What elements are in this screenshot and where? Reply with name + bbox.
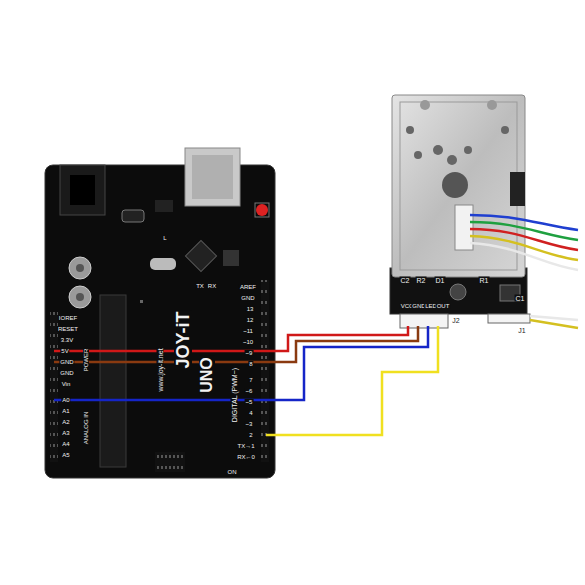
pin-label: 2: [248, 432, 253, 438]
pin-label: ~9: [245, 350, 254, 356]
pin-label: D1: [435, 277, 446, 284]
pin-label: www.joy-it.net: [157, 347, 164, 392]
pin-label: 3.3V: [60, 337, 74, 343]
pin-label: A1: [61, 408, 70, 414]
pin-label: R1: [479, 277, 490, 284]
pin-label: 12: [246, 317, 255, 323]
pin-label: J1: [517, 327, 526, 334]
pin-label: ON: [227, 469, 238, 475]
pin-label: RX←0: [236, 454, 256, 460]
pin-label: TX→1: [236, 443, 255, 449]
pin-label: A3: [61, 430, 70, 436]
pin-label: A0: [61, 397, 70, 403]
pin-label: ~10: [242, 339, 254, 345]
pin-label: ~3: [245, 421, 254, 427]
pin-label: 13: [246, 306, 255, 312]
pin-label: RX: [207, 283, 217, 289]
wires: [54, 326, 438, 435]
pin-label: 7: [248, 377, 253, 383]
pin-label: C2: [400, 277, 411, 284]
pin-label: C1: [515, 295, 526, 302]
pin-label: 4: [248, 410, 253, 416]
dust-sensor: [390, 95, 578, 328]
pin-label: GND: [59, 370, 74, 376]
pin-label: A2: [61, 419, 70, 425]
pin-label: TX: [195, 283, 205, 289]
pin-label: 8: [248, 361, 253, 367]
pin-label: RESET: [57, 326, 79, 332]
pin-label: ~6: [245, 388, 254, 394]
pin-label: A4: [61, 441, 70, 447]
pin-label: IOREF: [58, 315, 78, 321]
pin-label: DIGITAL (PWM~): [231, 367, 238, 423]
pin-label: Vin: [61, 381, 72, 387]
pin-label: A5: [61, 452, 70, 458]
pin-label: R2: [416, 277, 427, 284]
pin-label: 5V: [60, 348, 69, 354]
pin-label: JOY-iT: [174, 310, 192, 369]
pin-label: ~11: [242, 328, 254, 334]
pin-label: OUT: [436, 303, 451, 309]
pin-label: AREF: [239, 284, 257, 290]
pin-label: POWER: [83, 348, 89, 373]
pin-label: J2: [451, 317, 460, 324]
arduino-board: [45, 148, 275, 478]
pin-label: GND: [240, 295, 255, 301]
pin-label: ~5: [245, 399, 254, 405]
pin-label: ANALOG IN: [83, 411, 89, 446]
pin-label: GND: [59, 359, 74, 365]
pin-label: UNO: [199, 356, 215, 394]
pin-label: L: [162, 235, 167, 241]
